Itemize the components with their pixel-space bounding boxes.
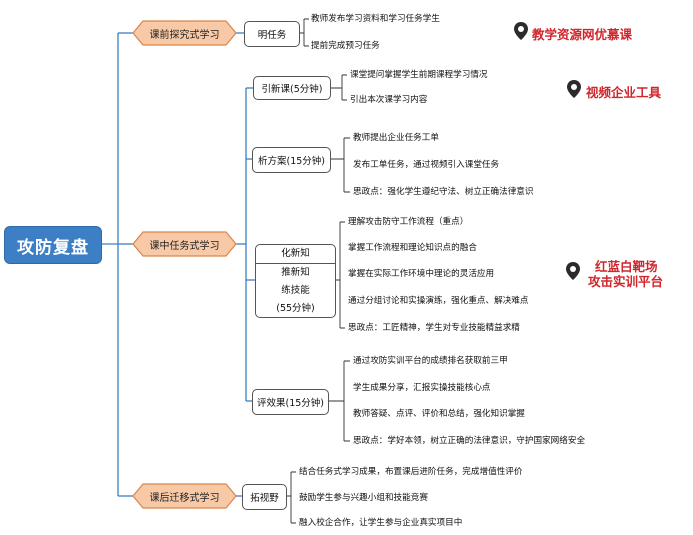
stage-label-in-class: 课中任务式学习 — [149, 240, 220, 252]
task-box-xifangan: 析方案(15分钟) — [252, 147, 331, 173]
bracket-yinxinke — [331, 74, 347, 101]
stage-hexagon-2 — [132, 231, 237, 257]
bracket-huaxinzhi — [336, 221, 345, 329]
list-item: 课堂提问掌握学生前期课程学习情况 — [350, 70, 488, 80]
location-pin-icon — [566, 262, 580, 280]
root-node: 攻防复盘 — [4, 226, 102, 264]
stage-hexagon-1 — [132, 20, 237, 46]
location-pin-icon — [514, 22, 528, 40]
bracket-pingxiaoguo — [329, 360, 350, 442]
list-item: 思政点：学好本领，树立正确的法律意识，守护国家网络安全 — [353, 436, 586, 446]
list-item: 通过攻防实训平台的成绩排名获取前三甲 — [353, 356, 508, 366]
stage-label-post-class: 课后迁移式学习 — [149, 492, 220, 504]
list-item: 思政点：工匠精神，学生对专业技能精益求精 — [348, 323, 520, 333]
bracket-mingrenwu — [300, 18, 309, 47]
list-item: 结合任务式学习成果，布置课后进阶任务，完成增值性评价 — [299, 467, 523, 477]
list-item: 思政点：强化学生遵纪守法、树立正确法律意识 — [353, 187, 534, 197]
list-item: 融入校企合作，让学生参与企业真实项目中 — [299, 518, 463, 528]
resource-label: 红蓝白靶场 — [595, 259, 658, 274]
list-item: 发布工单任务，通过视频引入课堂任务 — [353, 160, 500, 170]
task-line: 化新知 — [256, 245, 335, 264]
list-item: 鼓励学生参与兴趣小组和技能竞赛 — [299, 493, 428, 503]
task-box-mingrenwu: 明任务 — [244, 21, 300, 47]
location-pin-icon — [567, 80, 581, 98]
task-box-yinxinke: 引新课(5分钟) — [253, 76, 331, 100]
task-line: 推新知 — [281, 267, 310, 278]
task-box-huaxinzhi: 化新知 推新知 练技能 (55分钟) — [255, 244, 336, 318]
task-line: (55分钟) — [276, 303, 315, 314]
list-item: 通过分组讨论和实操演练，强化重点、解决难点 — [348, 296, 529, 306]
stage-hexagon-3 — [132, 483, 237, 509]
list-item: 学生成果分享，汇报实操技能核心点 — [353, 383, 491, 393]
stage-label-pre-class: 课前探究式学习 — [149, 29, 220, 41]
resource-label: 视频企业工具 — [586, 85, 662, 100]
list-item: 理解攻击防守工作流程（重点） — [348, 217, 469, 227]
list-item: 掌握工作流程和理论知识点的融合 — [348, 243, 477, 253]
resource-label: 攻击实训平台 — [588, 274, 664, 289]
task-line: 练技能 — [281, 285, 310, 296]
list-item: 教师提出企业任务工单 — [353, 133, 439, 143]
list-item: 教师答疑、点评、评价和总结，强化知识掌握 — [353, 409, 525, 419]
task-box-tuoshiye: 拓视野 — [242, 484, 287, 510]
list-item: 掌握在实际工作环境中理论的灵活应用 — [348, 269, 495, 279]
bracket-xifangan — [331, 137, 350, 193]
list-item: 引出本次课学习内容 — [350, 95, 428, 105]
resource-label: 教学资源网优慕课 — [532, 27, 633, 42]
bracket-tuoshiye — [287, 471, 296, 524]
list-item: 提前完成预习任务 — [311, 41, 380, 51]
task-box-pingxiaoguo: 评效果(15分钟) — [252, 389, 329, 415]
list-item: 教师发布学习资料和学习任务学生 — [311, 14, 440, 24]
